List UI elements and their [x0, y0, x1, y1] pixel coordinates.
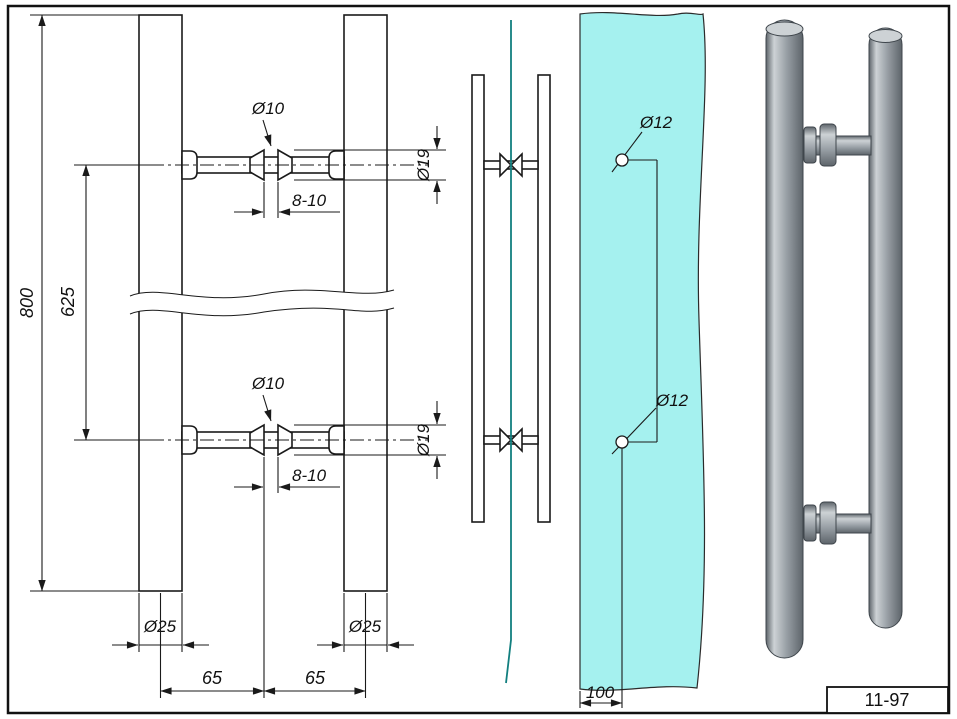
dim-hole-dia-lower-label: Ø12	[655, 391, 689, 410]
dim-tube-dia-left-label: Ø25	[143, 617, 177, 636]
dim-pin-dia-lower: Ø10	[251, 374, 285, 422]
dim-tube-dia-right-label: Ø25	[348, 617, 382, 636]
glass-hole-upper: Ø12	[611, 113, 673, 173]
render-tube-rear	[868, 27, 903, 629]
break-line-bottom	[129, 307, 395, 317]
title-block: 11-97	[826, 686, 949, 714]
glass-panel	[579, 11, 706, 691]
dim-offsets: 65 65	[159, 493, 367, 698]
side-tube-right	[537, 74, 551, 523]
break-line-top	[129, 289, 395, 299]
dim-flange-dia-upper-label: Ø19	[414, 148, 433, 182]
render-connector-upper	[802, 123, 872, 167]
dim-100: 100	[579, 683, 623, 708]
dim-tube-dia-right: Ø25	[317, 593, 414, 652]
glass-edge-line	[505, 20, 512, 684]
dim-hole-dia-upper-label: Ø12	[639, 113, 673, 132]
dim-offset-left-label: 65	[202, 668, 223, 688]
dim-offset-right-label: 65	[305, 668, 326, 688]
render-tube-front-cap	[765, 21, 804, 37]
dim-800: 800	[17, 14, 139, 592]
pin-assembly-lower	[150, 423, 428, 457]
glass-panel-view: Ø12 Ø12 100	[579, 11, 706, 708]
dim-100-label: 100	[586, 683, 615, 702]
dim-glass-gap-lower-label: 8-10	[292, 466, 327, 485]
dim-800-label: 800	[17, 288, 37, 318]
pin-assembly-upper	[150, 148, 428, 182]
render-tube-rear-cap	[868, 29, 903, 43]
render-connector-lower	[802, 501, 872, 545]
model-code: 11-97	[865, 690, 910, 710]
dim-tube-dia-left: Ø25	[112, 593, 209, 652]
render-3d-view	[765, 19, 903, 659]
side-view	[471, 20, 551, 684]
side-tube-left	[471, 74, 485, 523]
dim-pin-dia-lower-label: Ø10	[251, 374, 285, 393]
glass-hole-lower: Ø12	[611, 391, 689, 455]
render-tube-front	[765, 19, 804, 659]
dim-glass-gap-upper-label: 8-10	[292, 191, 327, 210]
dim-glass-gap-lower: 8-10	[234, 457, 340, 493]
front-view: 800 625 Ø10 Ø10 Ø19	[17, 14, 446, 698]
dim-pin-dia-upper-label: Ø10	[251, 99, 285, 118]
dim-flange-dia-lower: Ø19	[294, 401, 446, 479]
dim-flange-dia-upper: Ø19	[294, 126, 446, 204]
dim-625: 625	[58, 164, 152, 441]
dim-flange-dia-lower-label: Ø19	[414, 423, 433, 457]
dim-625-label: 625	[58, 286, 78, 317]
dim-glass-gap-upper: 8-10	[234, 182, 340, 218]
dim-pin-dia-upper: Ø10	[251, 99, 285, 147]
